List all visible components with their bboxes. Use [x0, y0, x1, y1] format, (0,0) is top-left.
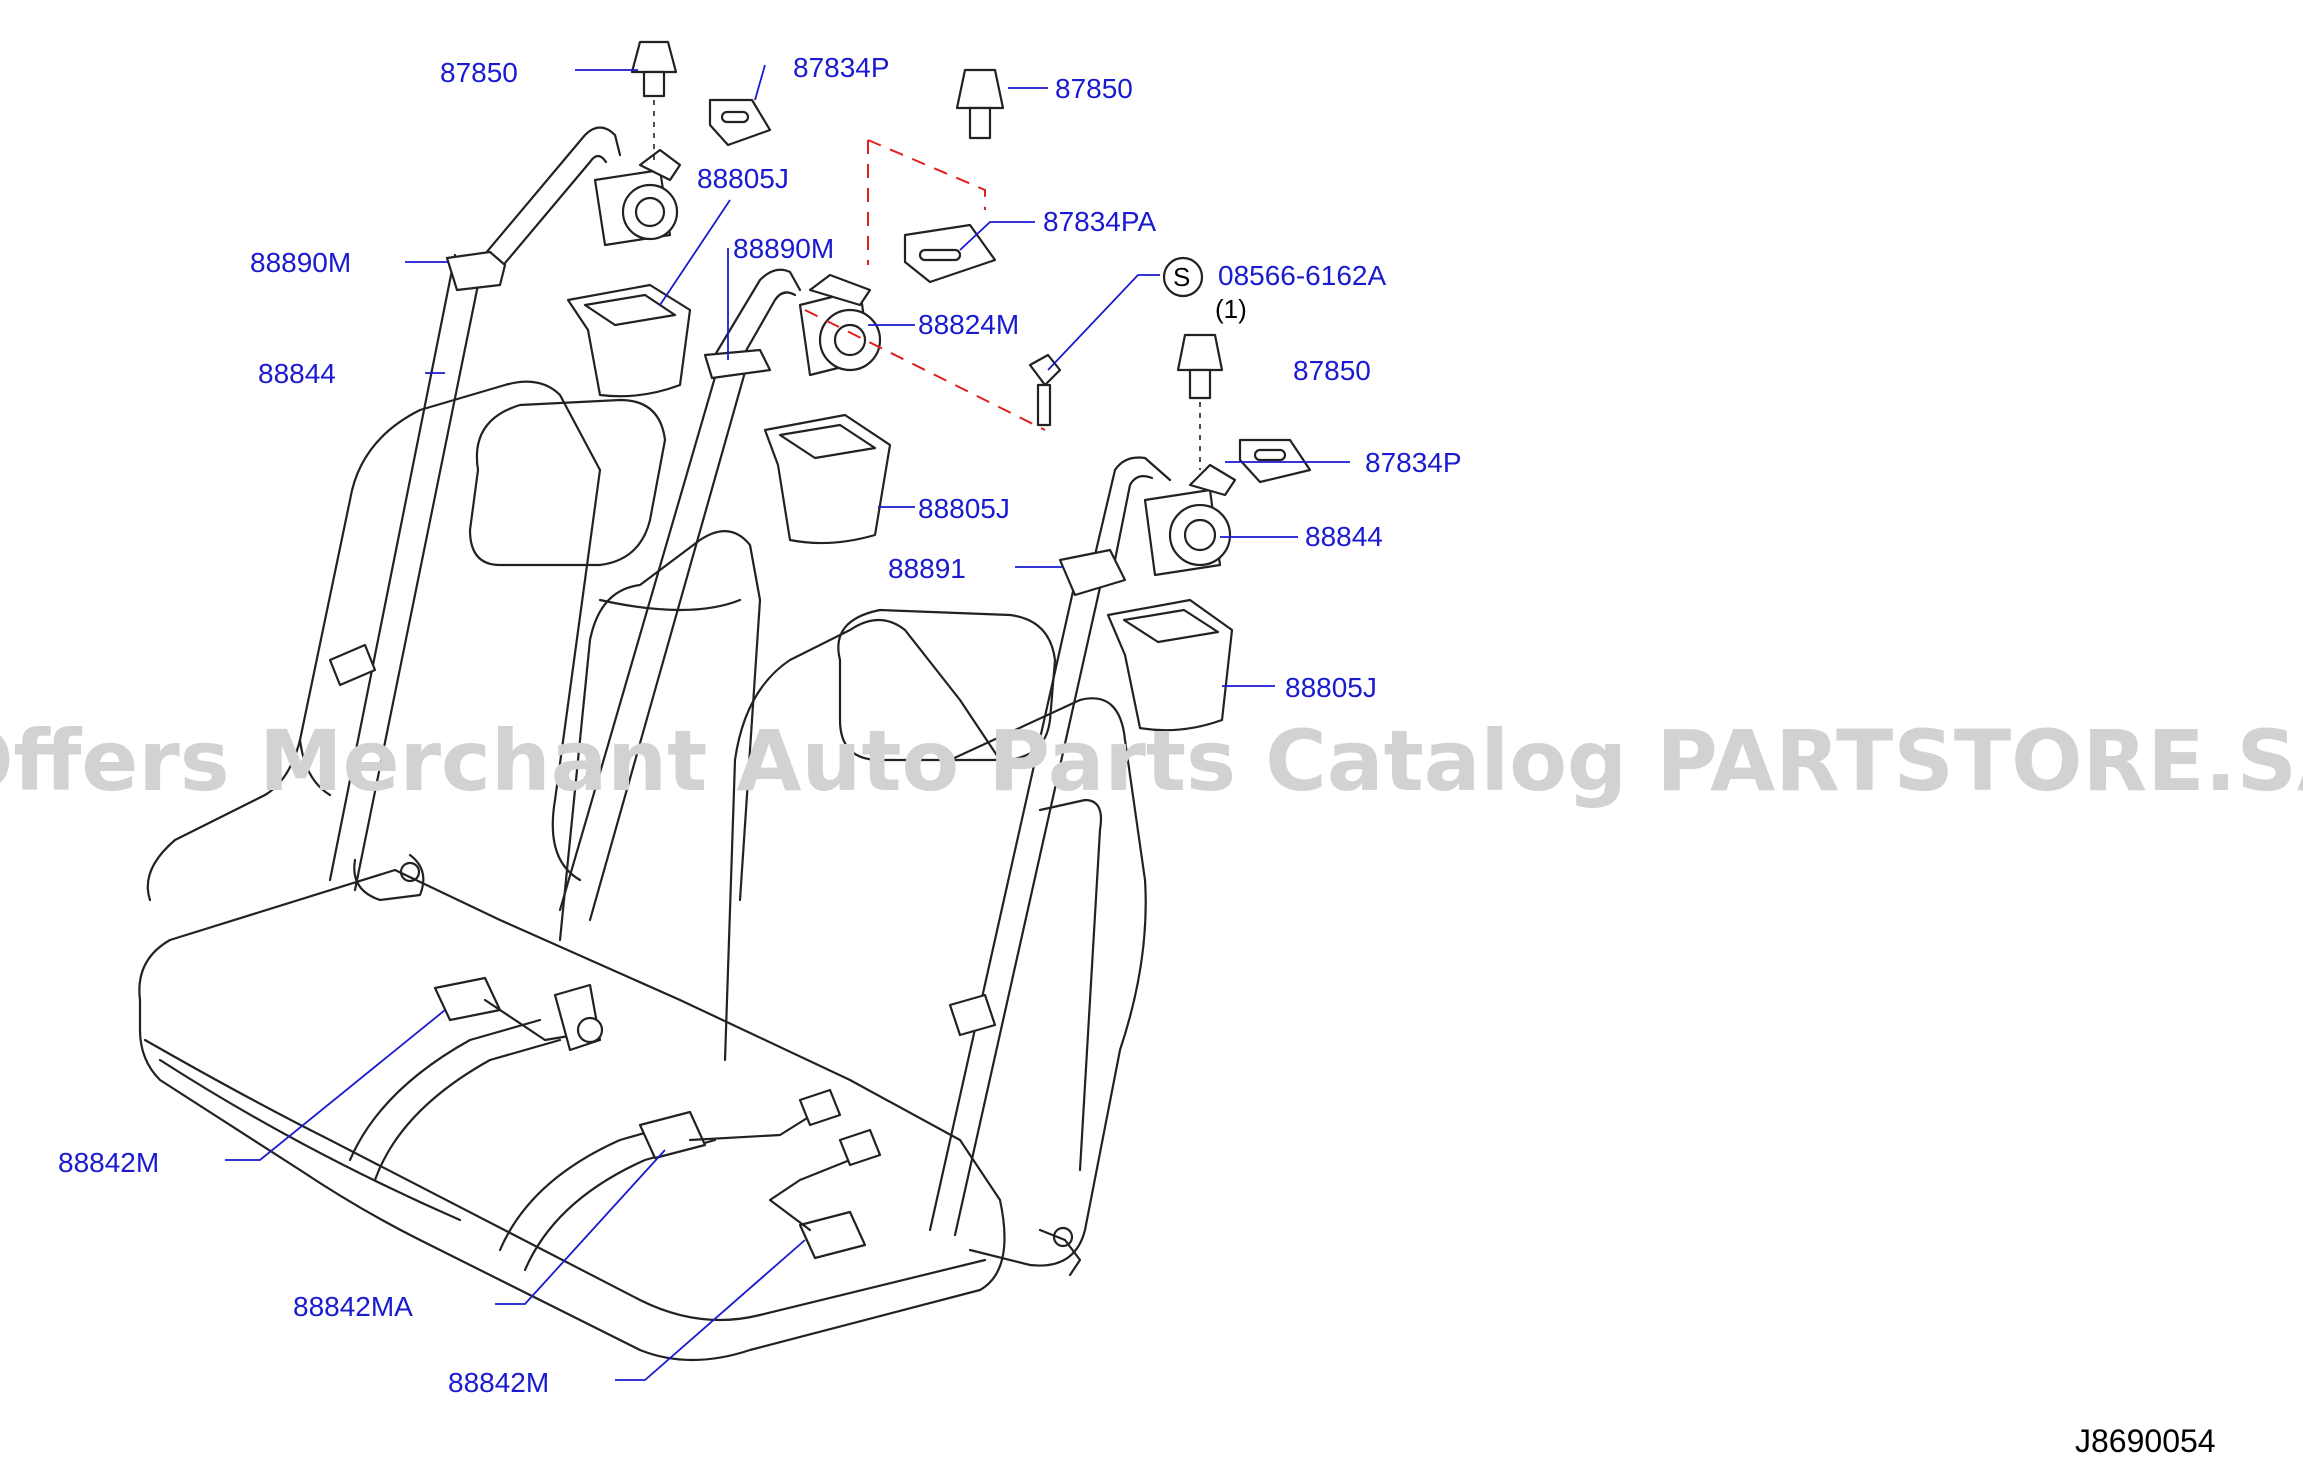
- label-88842m-bottom[interactable]: 88842M: [448, 1367, 549, 1398]
- label-87850-top-left[interactable]: 87850: [440, 57, 518, 88]
- label-88842ma[interactable]: 88842MA: [293, 1291, 413, 1322]
- label-88824m[interactable]: 88824M: [918, 309, 1019, 340]
- label-88805j-right[interactable]: 88805J: [1285, 672, 1377, 703]
- label-87850-right[interactable]: 87850: [1293, 355, 1371, 386]
- screw-symbol-s: S: [1173, 262, 1190, 292]
- label-88805j-top[interactable]: 88805J: [697, 163, 789, 194]
- part-labels: 87850 87834P 87850 88805J 88890M 88890M …: [58, 52, 1462, 1398]
- center-seatbelt-assembly: [558, 268, 882, 922]
- label-88844-right[interactable]: 88844: [1305, 521, 1383, 552]
- watermark-text: Offers Merchant Auto Parts Catalog PARTS…: [0, 712, 2303, 810]
- label-87850-top-middle[interactable]: 87850: [1055, 73, 1133, 104]
- left-seatbelt-assembly: [328, 126, 682, 892]
- screw-quantity: (1): [1215, 294, 1247, 324]
- rear-seat-outline: [138, 380, 1147, 1362]
- label-88805j-middle[interactable]: 88805J: [918, 493, 1010, 524]
- label-87834p-right[interactable]: 87834P: [1365, 447, 1462, 478]
- label-88890m-left[interactable]: 88890M: [250, 247, 351, 278]
- label-88842m-left[interactable]: 88842M: [58, 1147, 159, 1178]
- label-88844-left[interactable]: 88844: [258, 358, 336, 389]
- hardware-parts: [566, 40, 1312, 732]
- label-87834pa[interactable]: 87834PA: [1043, 206, 1156, 237]
- label-88890m-center[interactable]: 88890M: [733, 233, 834, 264]
- drawing-code: J8690054: [2075, 1423, 2216, 1459]
- right-seatbelt-assembly: [928, 456, 1237, 1237]
- leader-lines: [225, 64, 1350, 1381]
- label-88891[interactable]: 88891: [888, 553, 966, 584]
- label-08566-6162a[interactable]: 08566-6162A: [1218, 260, 1386, 291]
- buckle-assemblies: [433, 976, 882, 1260]
- label-87834p-top[interactable]: 87834P: [793, 52, 890, 83]
